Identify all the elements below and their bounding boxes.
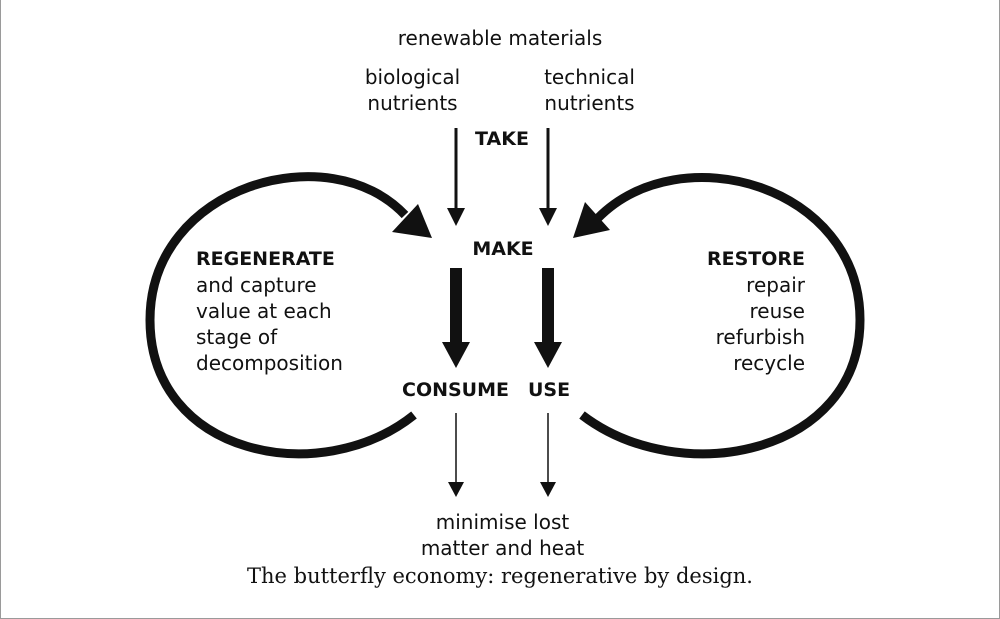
consume-arrow-shaft xyxy=(450,268,462,344)
take-label: TAKE xyxy=(475,128,529,150)
make-label: MAKE xyxy=(472,238,534,260)
biological-line2: nutrients xyxy=(367,91,458,115)
restore-line: repair xyxy=(746,273,805,297)
regenerate-line: and capture xyxy=(196,273,317,297)
regenerate-title: REGENERATE xyxy=(196,248,335,270)
restore-arrowhead xyxy=(573,202,610,238)
regenerate-loop xyxy=(145,172,417,459)
consume-label: CONSUME xyxy=(402,379,509,401)
restore-line: recycle xyxy=(733,351,805,375)
biological-take-arrowhead xyxy=(447,208,465,226)
technical-line1: technical xyxy=(544,65,635,89)
restore-block: RESTORE repair reuse refurbish recycle xyxy=(650,246,805,376)
regenerate-line: stage of xyxy=(196,325,278,349)
use-label: USE xyxy=(528,379,571,401)
minimise-line2: matter and heat xyxy=(420,536,585,560)
use-arrow-shaft xyxy=(542,268,554,344)
restore-loop xyxy=(579,173,865,459)
technical-line2: nutrients xyxy=(544,91,635,115)
biological-line1: biological xyxy=(364,65,461,89)
consume-arrowhead xyxy=(442,342,470,368)
figure-caption: The butterfly economy: regenerative by d… xyxy=(247,564,753,588)
biological-nutrients-label: biological nutrients xyxy=(350,64,475,116)
minimise-line1: minimise lost xyxy=(435,510,570,534)
regenerate-arrowhead xyxy=(392,204,432,238)
technical-take-arrowhead xyxy=(539,208,557,226)
restore-line: reuse xyxy=(749,299,806,323)
regenerate-line: decomposition xyxy=(196,351,343,375)
technical-nutrients-label: technical nutrients xyxy=(527,64,652,116)
renewable-materials-label: renewable materials xyxy=(397,26,603,50)
regenerate-line: value at each xyxy=(196,299,332,323)
minimise-lost-label: minimise lost matter and heat xyxy=(380,509,625,561)
regenerate-block: REGENERATE and capture value at each sta… xyxy=(196,246,343,376)
restore-line: refurbish xyxy=(715,325,805,349)
consume-loss-arrowhead xyxy=(448,482,464,497)
restore-title: RESTORE xyxy=(706,248,805,270)
use-arrowhead xyxy=(534,342,562,368)
use-loss-arrowhead xyxy=(540,482,556,497)
